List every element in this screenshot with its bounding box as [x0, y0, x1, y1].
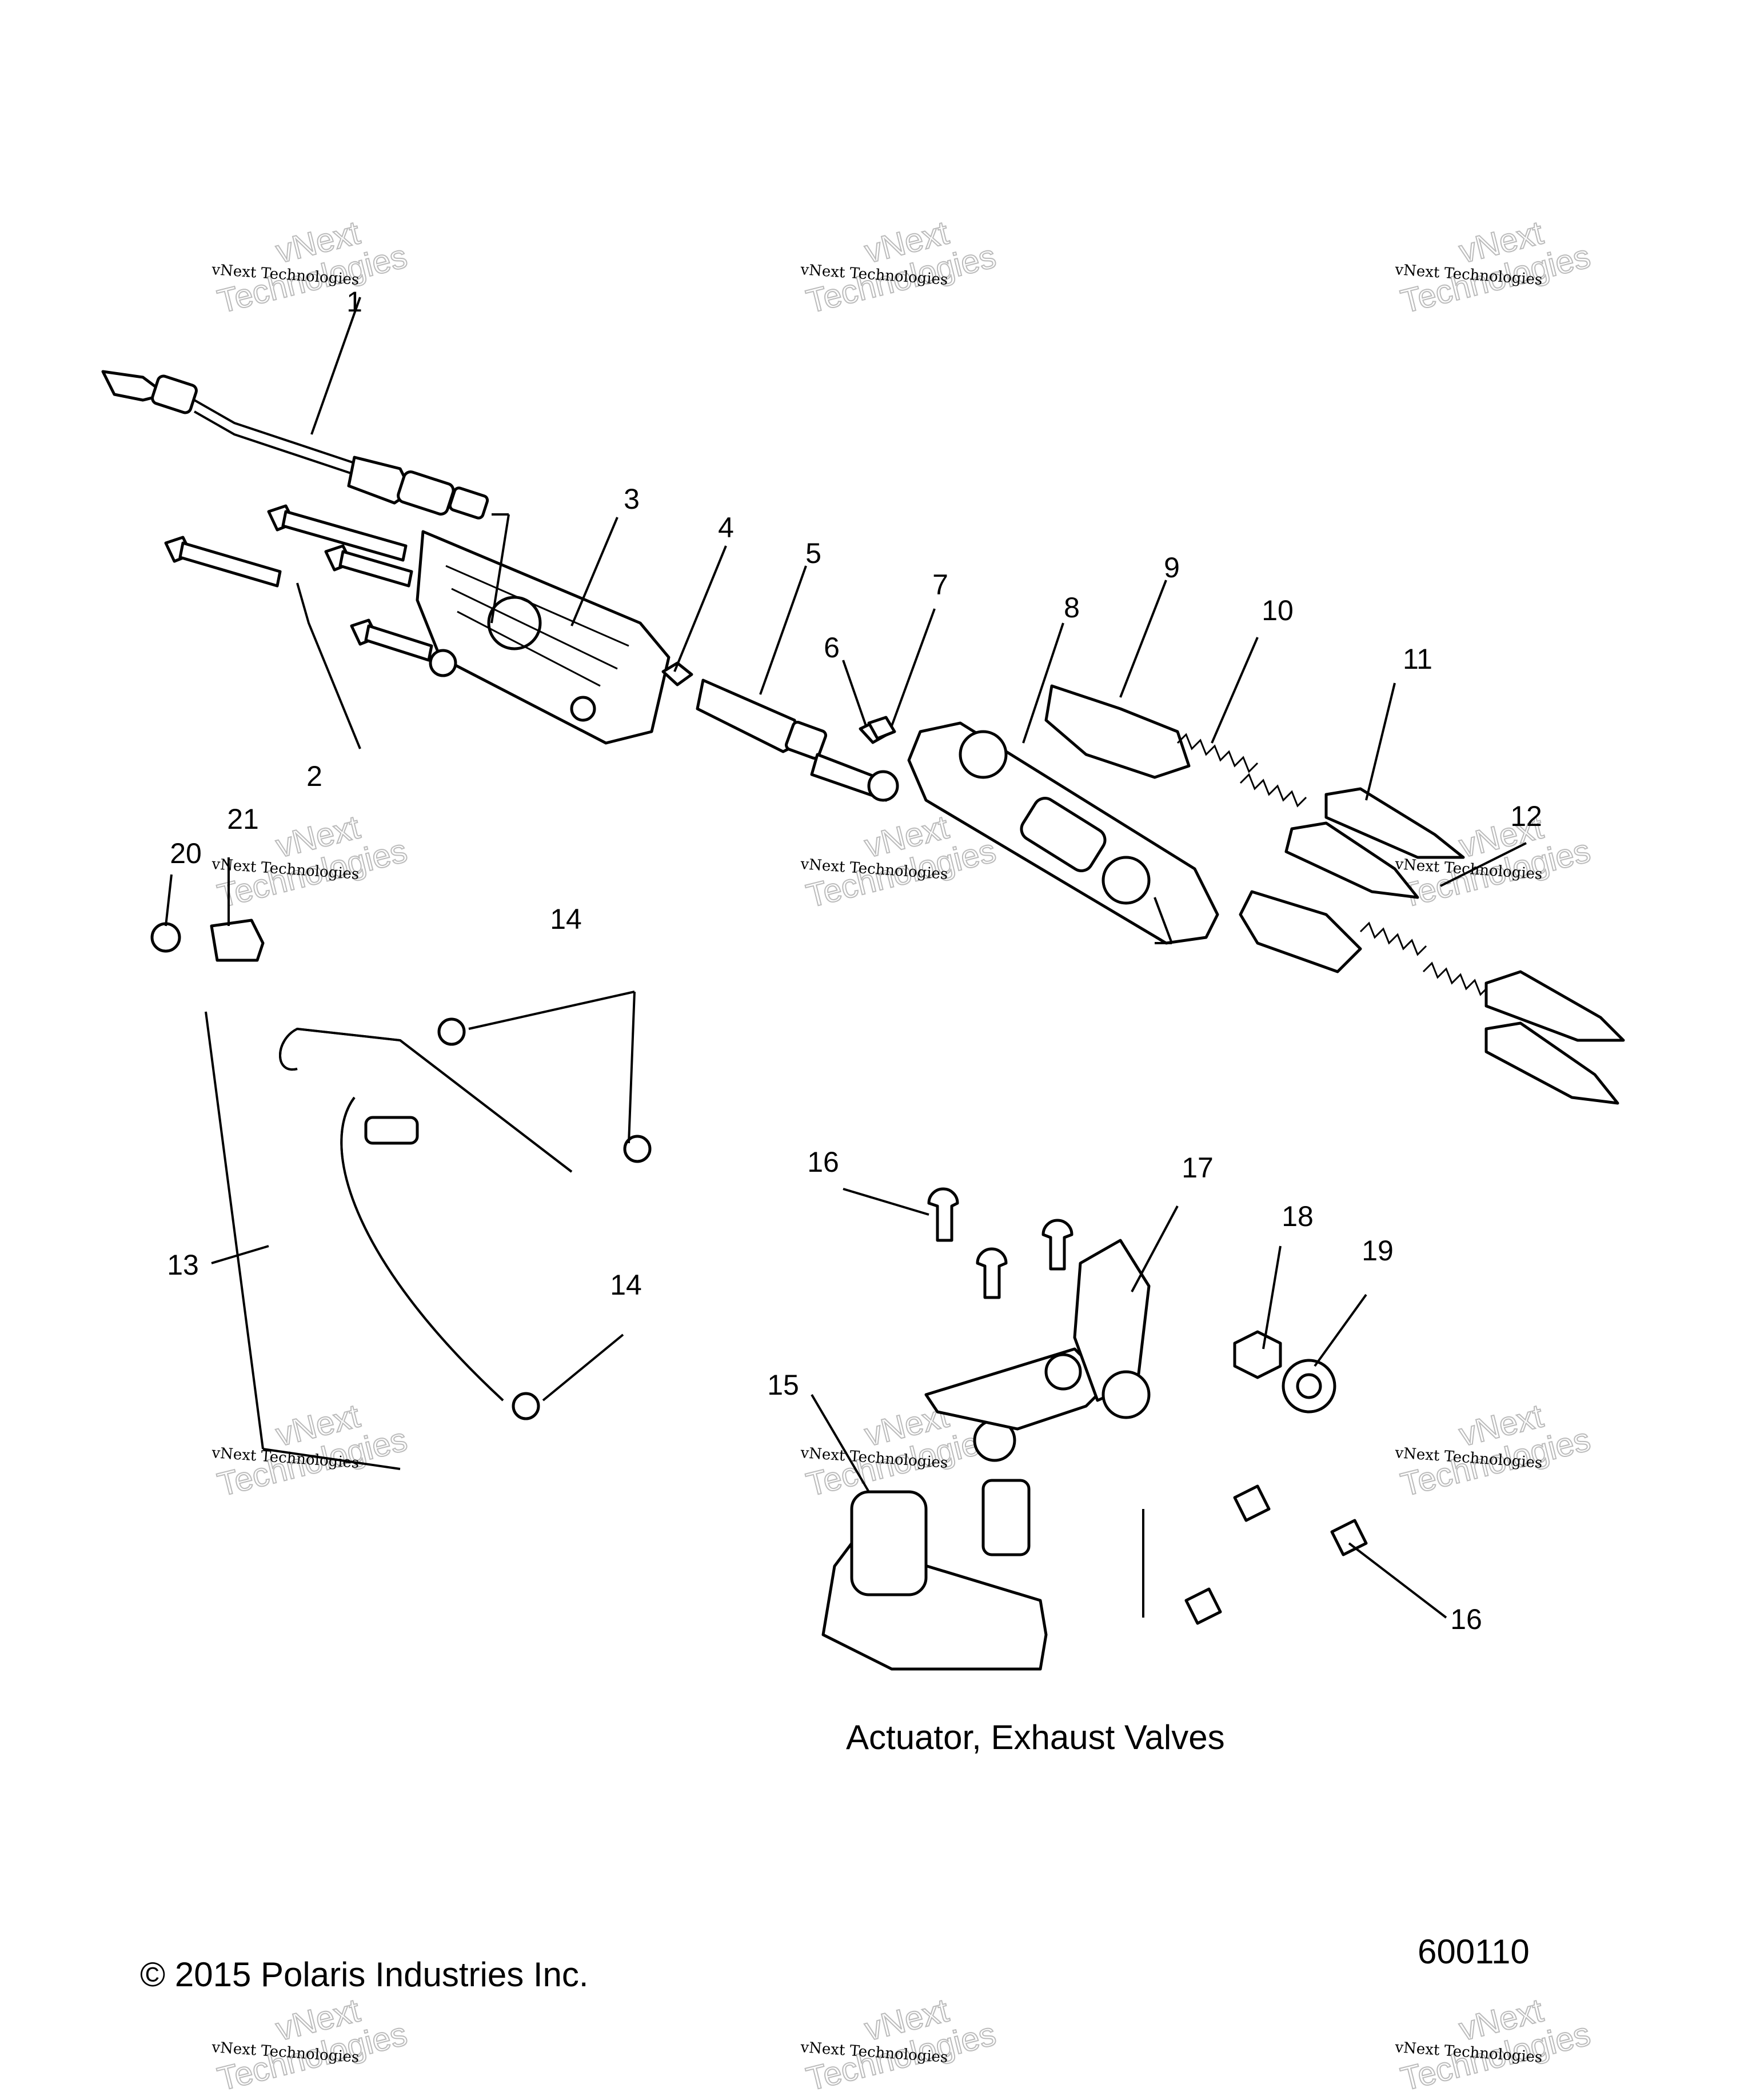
rod-and-linkage [661, 661, 899, 802]
callout-19: 19 [1362, 1235, 1394, 1267]
callout-8: 8 [1064, 592, 1080, 624]
diagram-caption: Actuator, Exhaust Valves [846, 1718, 1225, 1756]
callout-2: 2 [306, 760, 322, 792]
callout-18: 18 [1282, 1200, 1314, 1232]
valves [1284, 787, 1625, 1105]
callout-15: 15 [767, 1369, 799, 1401]
callout-9: 9 [1164, 552, 1180, 584]
watermark: Technologies vNext vNext Technologies [211, 1991, 412, 2098]
hose [279, 1027, 573, 1402]
clamps [150, 919, 652, 1420]
callout-6: 6 [824, 632, 840, 664]
callout-5: 5 [805, 537, 821, 569]
callout-7: 7 [932, 569, 948, 601]
callout-10: 10 [1262, 594, 1294, 626]
cable-assembly [101, 370, 489, 520]
screws [927, 1187, 1368, 1625]
callout-20: 20 [170, 837, 202, 869]
callout-16b: 16 [1450, 1603, 1482, 1635]
watermark: Technologies vNext vNext Technologies [1394, 213, 1595, 321]
springs [1176, 733, 1490, 996]
valve-plate [907, 721, 1219, 945]
watermark: Technologies vNext vNext Technologies [1394, 1991, 1595, 2098]
callout-4: 4 [718, 512, 734, 544]
callout-labels: 1 2 3 4 5 6 7 8 9 10 11 12 13 14 14 15 1… [167, 286, 1542, 1635]
callout-17: 17 [1182, 1152, 1214, 1184]
callout-14b: 14 [610, 1269, 642, 1301]
watermark: Technologies vNext vNext Technologies [1394, 1396, 1595, 1504]
callout-14a: 14 [550, 903, 582, 935]
leader-lines [165, 297, 1527, 1619]
watermark: Technologies vNext vNext Technologies [800, 213, 1000, 321]
watermark: Technologies vNext vNext Technologies [1394, 808, 1595, 915]
bolt-set [164, 504, 433, 662]
callout-11: 11 [1403, 643, 1432, 675]
callout-1: 1 [346, 286, 362, 318]
callout-21: 21 [227, 803, 259, 835]
actuator-assembly [821, 1239, 1151, 1671]
callout-12: 12 [1510, 800, 1542, 832]
figure-number: 600110 [1418, 1933, 1530, 1971]
callout-3: 3 [624, 483, 640, 515]
housing [416, 530, 671, 745]
watermark: Technologies vNext vNext Technologies [211, 213, 412, 321]
callout-16a: 16 [807, 1146, 839, 1178]
watermark: Technologies vNext vNext Technologies [800, 1991, 1000, 2098]
gaskets [1044, 684, 1362, 973]
watermark: Technologies vNext vNext Technologies [211, 1396, 412, 1504]
copyright-notice: © 2015 Polaris Industries Inc. [140, 1955, 589, 1994]
callout-13: 13 [167, 1249, 199, 1281]
